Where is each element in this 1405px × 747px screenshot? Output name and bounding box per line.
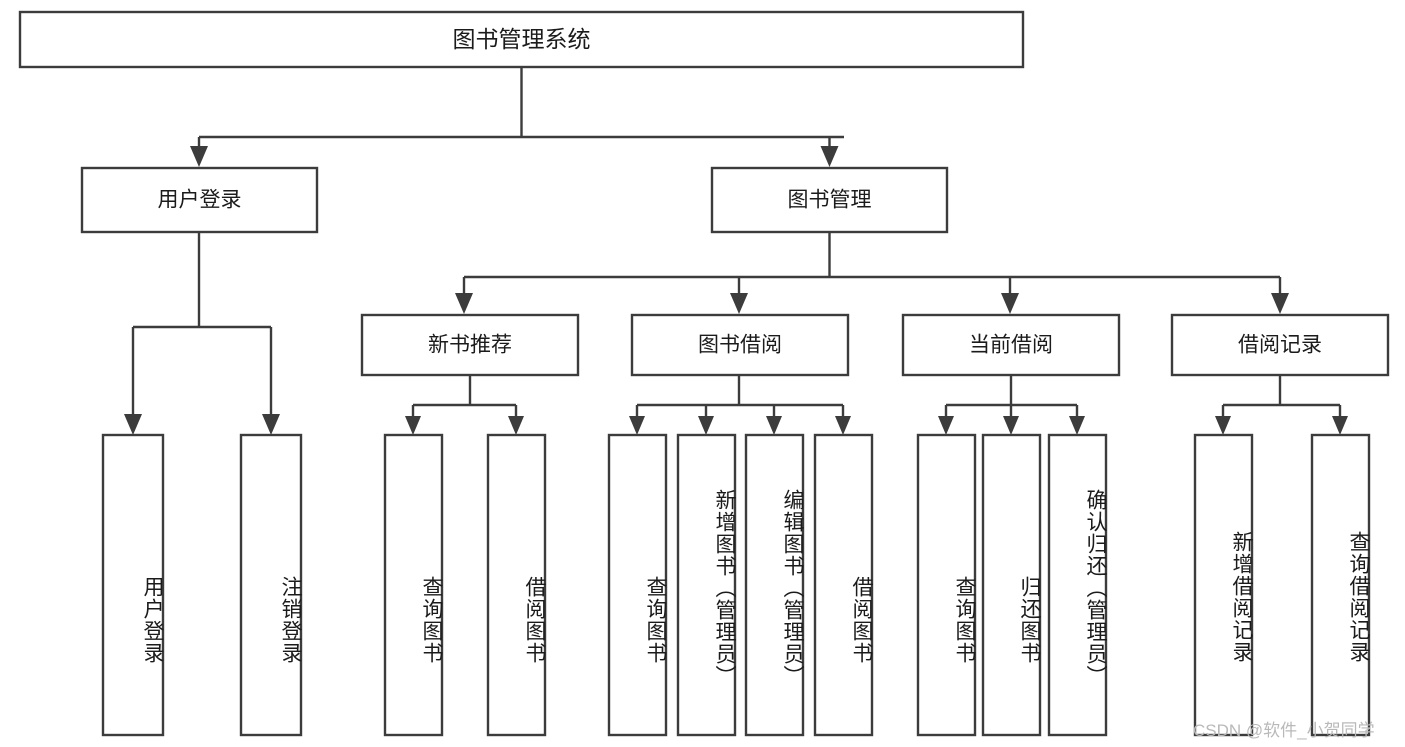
- csdn-watermark: CSDN @软件_小贺同学: [1193, 721, 1375, 740]
- node-label-book-manage: 图书管理: [788, 189, 872, 212]
- node-box-leaf-borrow-book-1[interactable]: [486, 433, 547, 737]
- node-box-new-book-rec[interactable]: [360, 313, 580, 377]
- node-box-leaf-query-book-1[interactable]: [383, 433, 444, 737]
- arrowheads-layer: [124, 146, 1348, 435]
- arrowhead-to-current-borrow: [1001, 293, 1019, 314]
- node-box-root[interactable]: [18, 10, 1025, 69]
- arrowhead-to-new-book-rec: [455, 293, 473, 314]
- arrowhead-to-leaf-query-record: [1332, 416, 1348, 435]
- node-label-new-book-rec: 新书推荐: [428, 334, 512, 357]
- node-box-leaf-borrow-book-2[interactable]: [813, 433, 874, 737]
- arrowhead-to-leaf-add-record: [1215, 416, 1231, 435]
- node-box-leaf-query-record[interactable]: [1310, 433, 1371, 737]
- node-box-leaf-user-login[interactable]: [101, 433, 165, 737]
- node-label-book-borrow: 图书借阅: [698, 334, 782, 357]
- node-box-leaf-return-book[interactable]: [981, 433, 1042, 737]
- arrowhead-to-leaf-query-book-3: [938, 416, 954, 435]
- arrowhead-to-borrow-record: [1271, 293, 1289, 314]
- arrowhead-to-book-manage: [820, 146, 839, 167]
- arrowhead-to-leaf-return-book: [1003, 416, 1019, 435]
- node-box-borrow-record[interactable]: [1170, 313, 1390, 377]
- node-label-current-borrow: 当前借阅: [969, 334, 1053, 357]
- node-box-leaf-query-book-3[interactable]: [916, 433, 977, 737]
- node-box-book-manage[interactable]: [710, 166, 949, 234]
- arrowhead-to-leaf-add-book: [698, 416, 714, 435]
- arrowhead-to-leaf-edit-book: [766, 416, 782, 435]
- node-box-leaf-add-record[interactable]: [1193, 433, 1254, 737]
- node-box-current-borrow[interactable]: [901, 313, 1121, 377]
- arrowhead-to-leaf-user-login: [124, 414, 142, 435]
- node-box-leaf-confirm-return[interactable]: [1047, 433, 1108, 737]
- node-box-leaf-edit-book[interactable]: [744, 433, 805, 737]
- node-box-leaf-logout-login[interactable]: [239, 433, 303, 737]
- arrowhead-to-leaf-logout-login: [262, 414, 280, 435]
- arrowhead-to-leaf-confirm-return: [1069, 416, 1085, 435]
- arrowhead-to-leaf-query-book-1: [405, 416, 421, 435]
- arrowhead-to-leaf-borrow-book-1: [508, 416, 524, 435]
- node-label-root: 图书管理系统: [453, 26, 591, 52]
- arrowhead-to-book-borrow: [730, 293, 748, 314]
- node-box-book-borrow[interactable]: [630, 313, 850, 377]
- node-label-user-login: 用户登录: [158, 189, 242, 212]
- nodes-layer: 图书管理系统 用户登录 图书管理 新书推荐 图书借阅 当前借阅 借阅记录: [18, 10, 1390, 737]
- arrowhead-to-user-login: [190, 146, 208, 167]
- node-label-borrow-record: 借阅记录: [1238, 334, 1322, 357]
- node-box-user-login[interactable]: [80, 166, 319, 234]
- arrowhead-to-leaf-borrow-book-2: [835, 416, 851, 435]
- arrowhead-to-leaf-query-book-2: [629, 416, 645, 435]
- node-box-leaf-add-book[interactable]: [676, 433, 737, 737]
- node-box-leaf-query-book-2[interactable]: [607, 433, 668, 737]
